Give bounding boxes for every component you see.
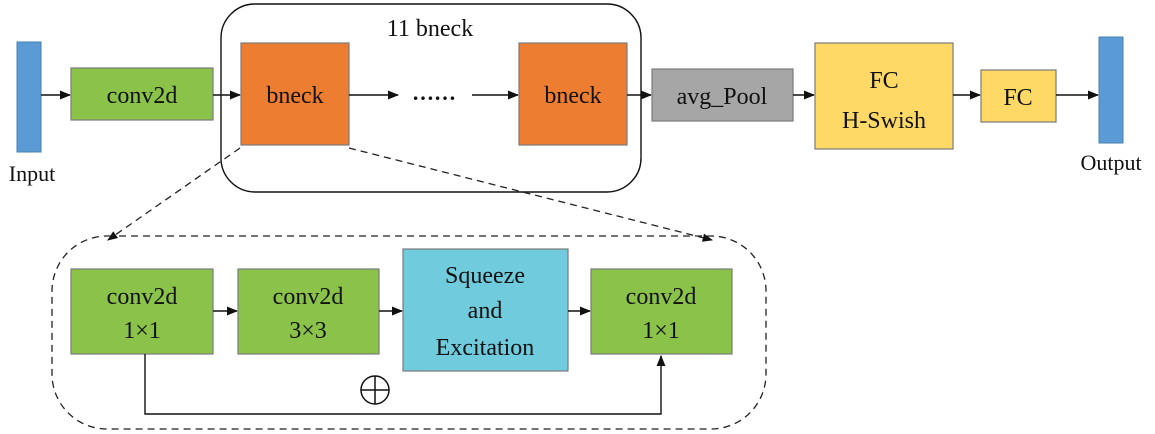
fc-hswish-block bbox=[814, 42, 954, 150]
expand-line-left bbox=[107, 147, 241, 241]
avg-pool-label: avg_Pool bbox=[677, 84, 768, 110]
bneck-last-label: bneck bbox=[544, 83, 601, 109]
conv2d-block bbox=[70, 67, 214, 121]
bneck-first-block bbox=[240, 42, 350, 146]
detail-conv3-label-line1: conv2d bbox=[626, 284, 697, 310]
bneck-group-title: 11 bneck bbox=[387, 16, 473, 42]
fc-block bbox=[980, 69, 1057, 123]
input-bar bbox=[16, 41, 42, 153]
detail-se-block bbox=[402, 248, 569, 372]
fc-hswish-label-line2: H-Swish bbox=[842, 108, 926, 134]
fc-hswish-label-line1: FC bbox=[869, 68, 898, 94]
detail-se-label-line2: and bbox=[468, 298, 503, 324]
input-label: Input bbox=[9, 161, 55, 186]
conv2d-label: conv2d bbox=[107, 83, 178, 109]
expand-line-right bbox=[348, 147, 714, 242]
detail-conv1-label-line1: conv2d bbox=[107, 284, 178, 310]
output-label: Output bbox=[1080, 150, 1141, 175]
bneck-first-label: bneck bbox=[266, 83, 323, 109]
detail-conv3-label-line2: 1×1 bbox=[642, 318, 680, 344]
detail-conv2-label-line1: conv2d bbox=[273, 284, 344, 310]
detail-se-label-line3: Excitation bbox=[436, 335, 535, 361]
add-circle-icon bbox=[360, 375, 390, 405]
fc-label: FC bbox=[1003, 85, 1032, 111]
output-bar bbox=[1098, 36, 1124, 144]
detail-conv2-label-line2: 3×3 bbox=[289, 318, 327, 344]
detail-conv1-label-line2: 1×1 bbox=[123, 318, 161, 344]
residual-connection-line bbox=[144, 354, 666, 415]
bneck-last-block bbox=[518, 42, 628, 146]
detail-se-label-line1: Squeeze bbox=[445, 263, 525, 289]
detail-conv1-block bbox=[70, 268, 214, 355]
bneck-detail-frame bbox=[51, 235, 767, 430]
detail-conv3-block bbox=[590, 268, 733, 355]
detail-conv2-block bbox=[237, 268, 380, 355]
ellipsis: …… bbox=[412, 80, 456, 105]
